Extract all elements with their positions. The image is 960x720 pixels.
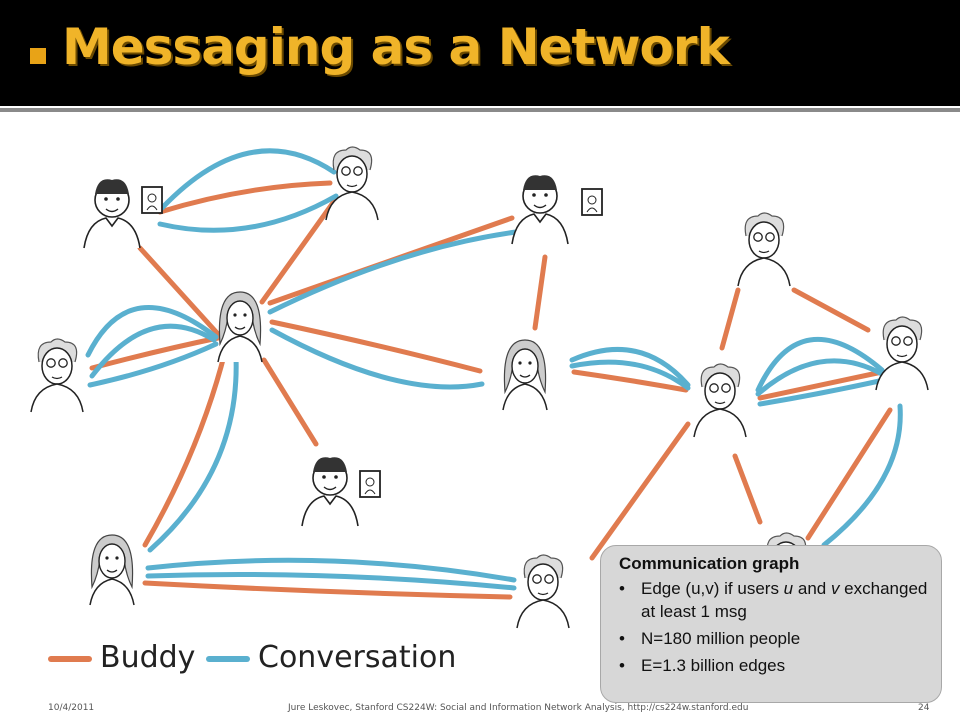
callout-bullet: E=1.3 billion edges [613, 654, 929, 677]
conversation-swatch-icon [206, 656, 250, 662]
footer-date: 10/4/2011 [48, 703, 95, 713]
photo-frame-icon [141, 186, 163, 214]
edge-conversation [269, 327, 485, 390]
legend-buddy-label: Buddy [100, 640, 196, 675]
edge-buddy [532, 254, 548, 331]
person-elder-center-right [693, 363, 747, 438]
edge-buddy [157, 180, 333, 215]
edge-buddy [791, 287, 871, 333]
callout-bullet-text: Edge (u,v) if users u and v exchanged at… [641, 579, 928, 621]
title-bullet-icon [30, 48, 46, 64]
slide-title: Messaging as a Network [62, 18, 730, 76]
edge-buddy [757, 369, 885, 401]
person-man-mid [301, 456, 359, 527]
edge-conversation [89, 323, 217, 379]
edge-buddy [571, 369, 689, 393]
communication-graph-callout: Communication graph Edge (u,v) if users … [600, 545, 942, 703]
callout-bullet-text: N=180 million people [641, 629, 801, 648]
edge-buddy [589, 421, 691, 561]
edge-conversation [267, 229, 519, 315]
person-elder-bottom-center [516, 554, 570, 629]
edge-conversation [87, 341, 219, 388]
callout-bullet-text: E=1.3 billion edges [641, 656, 786, 675]
callout-list: Edge (u,v) if users u and v exchanged at… [613, 577, 929, 677]
person-man-top-left [83, 178, 141, 249]
person-elder-left [30, 338, 84, 413]
person-elder-top [325, 146, 379, 221]
edge-conversation [85, 304, 219, 358]
callout-bullet: Edge (u,v) if users u and v exchanged at… [613, 577, 929, 623]
edge-conversation [569, 346, 691, 388]
person-woman-center [217, 291, 263, 363]
person-woman-right [502, 339, 548, 411]
edge-buddy [142, 349, 228, 548]
buddy-swatch-icon [48, 656, 92, 662]
title-divider [0, 108, 960, 112]
edge-buddy [269, 319, 483, 374]
edge-conversation [821, 403, 903, 548]
footer-page-number: 24 [918, 703, 930, 713]
edge-conversation [145, 572, 517, 591]
network-diagram [30, 146, 929, 629]
edge-buddy [259, 197, 338, 305]
person-man-top-center [511, 174, 569, 245]
edge-conversation [569, 359, 691, 391]
edge-buddy [732, 453, 763, 525]
edge-conversation [159, 148, 337, 211]
edge-buddy [142, 580, 513, 600]
edge-buddy [89, 335, 221, 371]
photo-frame-icon [359, 470, 381, 498]
edge-conversation [145, 557, 517, 583]
title-bar: Messaging as a Network [0, 0, 960, 106]
person-elder-far-right [875, 316, 929, 391]
legend-conversation-label: Conversation [258, 640, 457, 675]
edge-buddy [261, 357, 319, 447]
callout-bullet: N=180 million people [613, 627, 929, 650]
edge-buddy [137, 245, 221, 337]
callout-title: Communication graph [619, 554, 800, 573]
buddy-edges [89, 180, 893, 600]
edge-buddy [719, 287, 741, 351]
edge-conversation [755, 358, 885, 397]
edge-conversation [147, 354, 239, 553]
edge-conversation [757, 377, 887, 407]
person-woman-bottom-left [89, 534, 135, 606]
conversation-edges [85, 148, 903, 591]
edge-conversation [157, 193, 339, 233]
edge-conversation [755, 336, 885, 393]
photo-frame-icon [581, 188, 603, 216]
person-elder-far-top-right [737, 212, 791, 287]
edge-buddy [805, 407, 893, 541]
footer-credit: Jure Leskovec, Stanford CS224W: Social a… [288, 703, 749, 713]
